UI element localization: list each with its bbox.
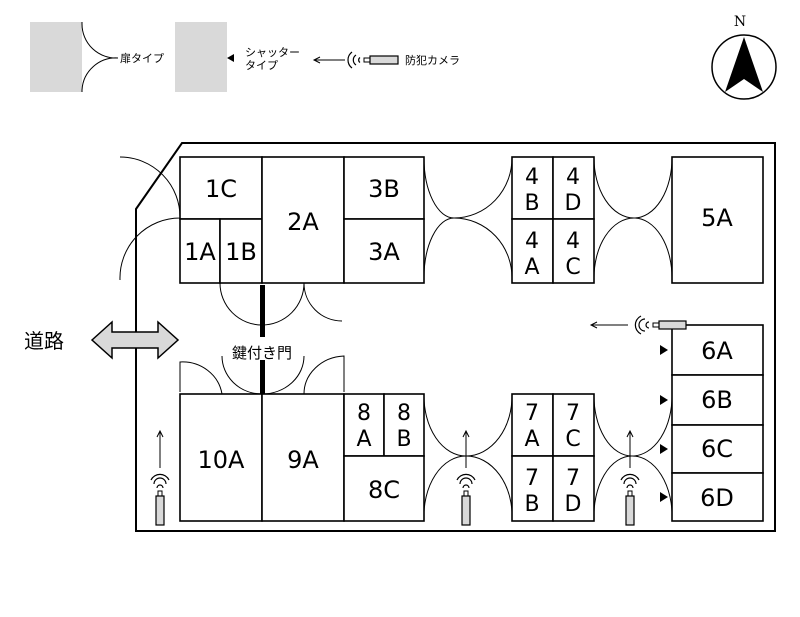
unit-3A-label: 3A (368, 238, 400, 266)
unit-6C-label: 6C (701, 435, 733, 463)
unit-1B[interactable]: 1B (219, 218, 263, 284)
unit-4A[interactable]: 4 A (511, 218, 554, 284)
security-camera-icon (150, 429, 170, 526)
security-camera-icon (456, 429, 476, 526)
unit-4B-label-num: 4 (525, 165, 539, 190)
compass-arrow-icon (725, 37, 763, 92)
unit-8C-label: 8C (368, 476, 400, 504)
unit-4C[interactable]: 4 C (552, 218, 595, 284)
shutter-marker-icon (660, 395, 668, 405)
unit-9A-label: 9A (287, 446, 319, 474)
unit-4A-label-num: 4 (525, 229, 539, 254)
unit-8B[interactable]: 8 B (383, 393, 425, 457)
unit-10A-label: 10A (198, 446, 246, 474)
shutter-marker-icon (227, 54, 234, 62)
unit-7A[interactable]: 7 A (511, 393, 554, 457)
unit-9A[interactable]: 9A (261, 393, 345, 522)
unit-4C-label-letter: C (565, 255, 580, 280)
unit-4D[interactable]: 4 D (552, 156, 595, 220)
locked-gate-bar-bottom (260, 360, 265, 394)
unit-8C[interactable]: 8C (343, 455, 425, 522)
unit-1A-label: 1A (184, 238, 216, 266)
security-camera-icon (312, 51, 399, 69)
legend: 扉タイプ シャッター タイプ 防犯カメラ (30, 22, 460, 92)
road-label: 道路 (24, 329, 64, 353)
unit-6D[interactable]: 6D (671, 472, 764, 522)
legend-door-unit-swatch (30, 22, 82, 92)
unit-6A[interactable]: 6A (671, 324, 764, 376)
unit-3B[interactable]: 3B (343, 156, 425, 220)
door-swing-icon (81, 22, 119, 92)
unit-3B-label: 3B (368, 175, 400, 203)
unit-7B[interactable]: 7 B (511, 455, 554, 522)
unit-4D-label-letter: D (565, 191, 582, 216)
unit-1C[interactable]: 1C (179, 156, 263, 220)
unit-7B-label-num: 7 (525, 466, 539, 491)
legend-door-type-label: 扉タイプ (120, 52, 164, 65)
compass-north-label: N (734, 14, 746, 30)
unit-7C[interactable]: 7 C (552, 393, 595, 457)
gate-label: 鍵付き門 (232, 344, 292, 362)
unit-8A-label-letter: A (356, 427, 371, 452)
unit-7A-label-letter: A (524, 427, 539, 452)
unit-7D-label-letter: D (565, 492, 582, 517)
unit-7A-label-num: 7 (525, 401, 539, 426)
unit-8A[interactable]: 8 A (343, 393, 385, 457)
unit-1C-label: 1C (205, 175, 237, 203)
unit-6B-label: 6B (701, 386, 733, 414)
unit-8B-label-letter: B (396, 427, 411, 452)
unit-1A[interactable]: 1A (179, 218, 221, 284)
unit-8A-label-num: 8 (357, 401, 371, 426)
legend-shutter-type-label-1: シャッター (245, 46, 300, 59)
unit-10A[interactable]: 10A (179, 393, 263, 522)
unit-6B[interactable]: 6B (671, 374, 764, 426)
unit-6C[interactable]: 6C (671, 424, 764, 474)
unit-7B-label-letter: B (524, 492, 539, 517)
security-camera-icon (589, 315, 687, 335)
unit-1B-label: 1B (225, 238, 257, 266)
legend-shutter-type-label-2: タイプ (245, 59, 278, 72)
unit-7D[interactable]: 7 D (552, 455, 595, 522)
unit-3A[interactable]: 3A (343, 218, 425, 284)
locked-gate-bar-top (260, 285, 265, 337)
unit-4B-label-letter: B (524, 191, 539, 216)
legend-camera-label: 防犯カメラ (405, 53, 460, 67)
road-double-arrow-icon (90, 320, 180, 360)
shutter-marker-icon (660, 345, 668, 355)
unit-2A[interactable]: 2A (261, 156, 345, 284)
unit-4A-label-letter: A (524, 255, 539, 280)
unit-7C-label-letter: C (565, 427, 580, 452)
shutter-markers-6 (660, 345, 668, 502)
unit-2A-label: 2A (287, 208, 319, 236)
unit-4D-label-num: 4 (566, 165, 580, 190)
unit-7C-label-num: 7 (566, 401, 580, 426)
unit-4C-label-num: 4 (566, 229, 580, 254)
unit-5A-label: 5A (701, 204, 733, 232)
security-camera-icon (620, 429, 640, 526)
legend-shutter-unit-swatch (175, 22, 227, 92)
shutter-marker-icon (660, 444, 668, 454)
north-compass: N (711, 14, 777, 100)
unit-5A[interactable]: 5A (671, 156, 764, 284)
unit-6D-label: 6D (700, 484, 734, 512)
shutter-marker-icon (660, 492, 668, 502)
unit-7D-label-num: 7 (566, 466, 580, 491)
unit-4B[interactable]: 4 B (511, 156, 554, 220)
outer-wall (135, 142, 776, 532)
unit-6A-label: 6A (701, 337, 733, 365)
unit-8B-label-num: 8 (397, 401, 411, 426)
